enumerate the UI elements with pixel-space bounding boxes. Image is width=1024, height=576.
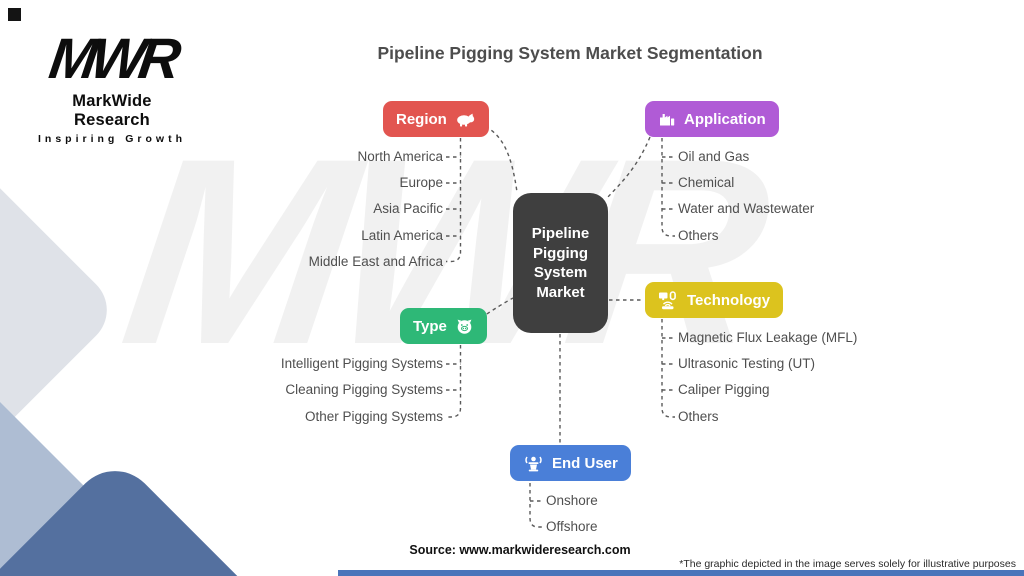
page-title: Pipeline Pigging System Market Segmentat… [377, 43, 763, 63]
end-user-item: Offshore [546, 519, 598, 534]
region-item: Middle East and Africa [308, 254, 443, 269]
type-item: Cleaning Pigging Systems [285, 382, 443, 397]
technology-label: Technology [687, 291, 771, 309]
application-item: Oil and Gas [678, 149, 750, 164]
branch-badge-application: Application [645, 101, 779, 137]
type-item: Other Pigging Systems [304, 409, 443, 424]
branch-badge-end-user: End User [510, 445, 631, 481]
technology-item: Caliper Pigging [678, 382, 770, 397]
decor-bottom-bar [338, 570, 1024, 576]
branch-badge-type: Type [400, 308, 487, 344]
decor-corner-square [8, 8, 21, 21]
end-user-label: End User [552, 454, 618, 472]
type-label: Type [413, 317, 447, 335]
center-node: Pipeline Pigging System Market [513, 193, 608, 333]
application-item: Water and Wastewater [678, 201, 815, 216]
logo-tagline: Inspiring Growth [38, 132, 186, 145]
region-item: Asia Pacific [373, 201, 443, 216]
application-item: Others [678, 228, 719, 243]
end-user-icon [525, 456, 542, 471]
region-item: North America [357, 149, 443, 164]
logo-name: MarkWide Research [72, 91, 152, 129]
logo-acronym: MWR [45, 27, 179, 91]
industry-icon [660, 114, 675, 126]
branch-badge-region: Region [383, 101, 489, 137]
source-line: Source: www.markwideresearch.com [409, 543, 631, 557]
technology-item: Magnetic Flux Leakage (MFL) [678, 330, 858, 345]
pig-face-icon [457, 319, 472, 334]
technology-item: Others [678, 409, 719, 424]
application-label: Application [684, 110, 766, 128]
technology-item: Ultrasonic Testing (UT) [678, 356, 816, 371]
region-item: Europe [399, 175, 443, 190]
type-item: Intelligent Pigging Systems [280, 356, 443, 371]
application-item: Chemical [678, 175, 735, 190]
disclaimer-footnote: *The graphic depicted in the image serve… [679, 558, 1016, 570]
pig-icon [457, 113, 475, 127]
end-user-item: Onshore [546, 493, 598, 508]
branch-badge-technology: Technology [645, 282, 784, 318]
device-network-icon [659, 290, 676, 309]
region-item: Latin America [361, 228, 443, 243]
region-label: Region [396, 110, 447, 128]
markwide-logo: MWR MarkWide Research Inspiring Growth [36, 27, 188, 145]
